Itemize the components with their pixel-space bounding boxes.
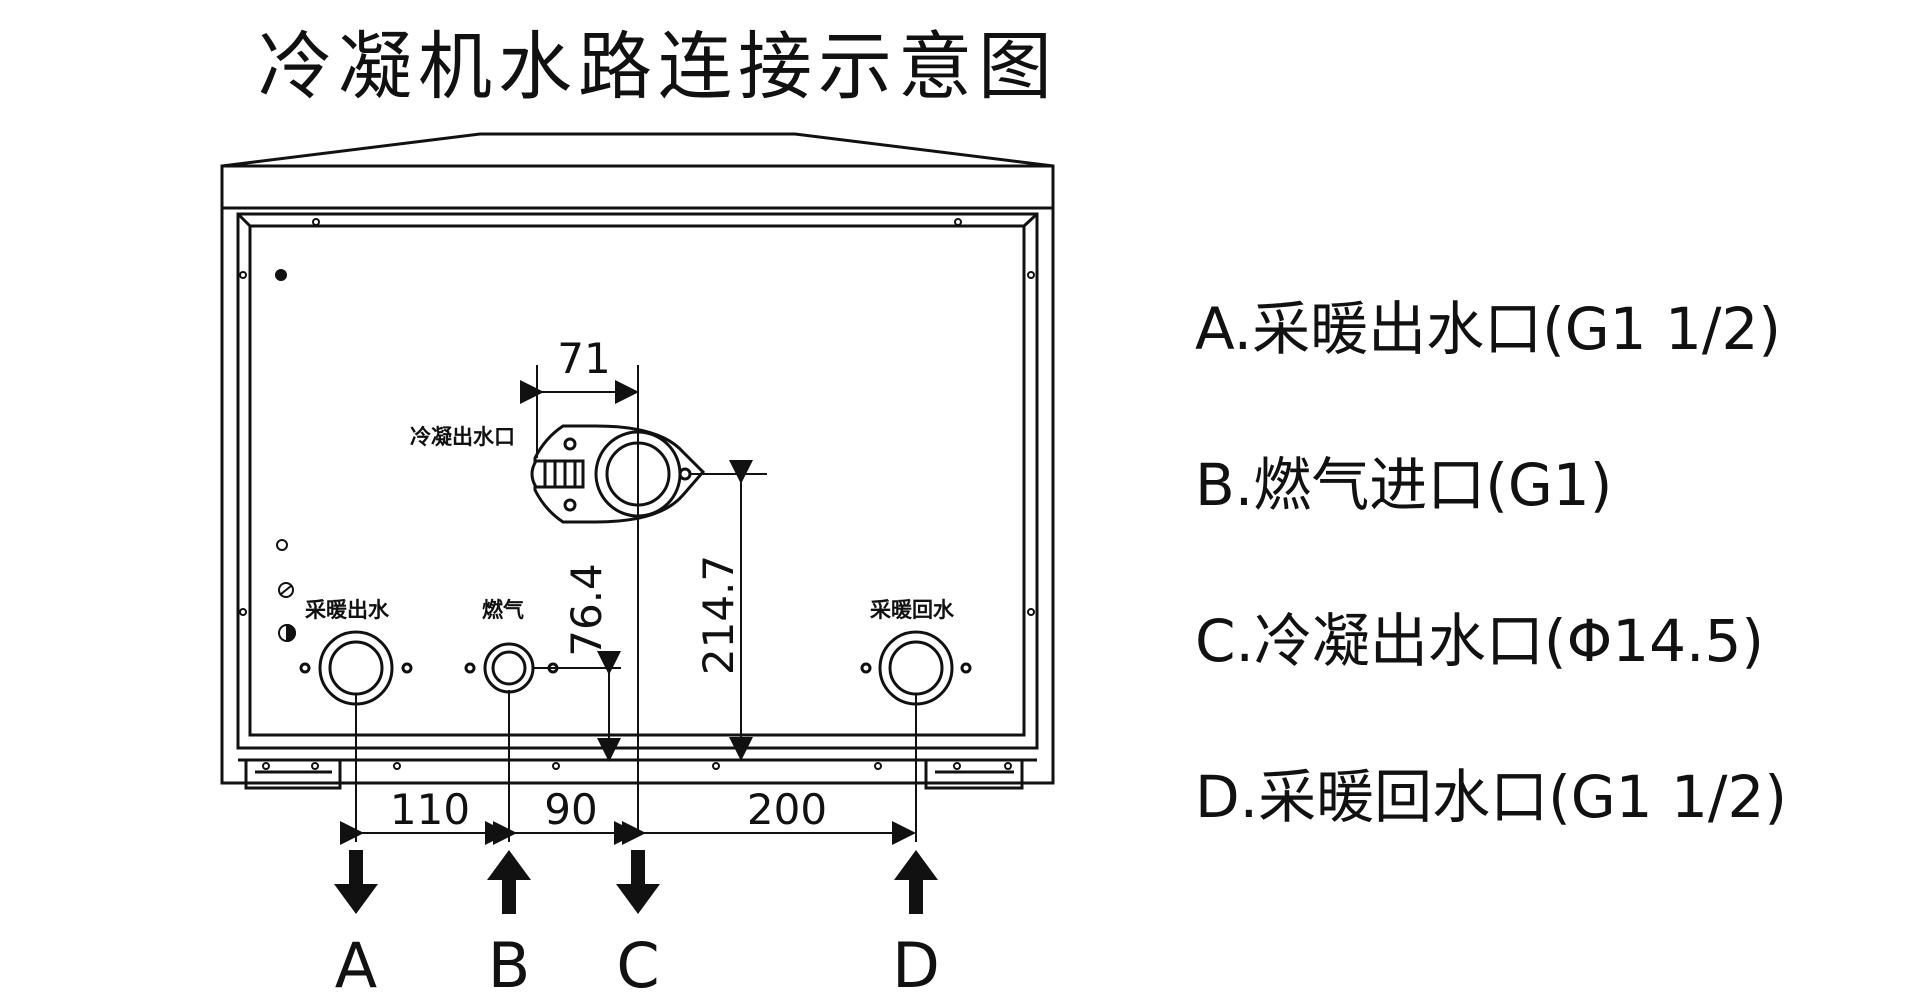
heating-return-label: 采暖回水 (870, 598, 955, 622)
housing-front-panel (248, 224, 1026, 737)
legend-item-a: A.采暖出水口(G1 1/2) (1195, 295, 1781, 363)
legend-item-b: B.燃气进口(G1) (1195, 451, 1613, 519)
gas-inlet-pipe (491, 650, 527, 686)
condensate-flange-hole-right (678, 467, 692, 481)
condensate-outlet-label: 冷凝出水口 (410, 425, 515, 449)
dimension-71-label: 71 (557, 334, 610, 383)
gas-inlet-hole-left (464, 662, 476, 674)
bottom-screw-6 (874, 762, 882, 770)
marker-b: B (488, 929, 531, 1000)
heating-return-port (860, 630, 972, 706)
bottom-screw-2 (311, 762, 319, 770)
dimension-110-label: 110 (390, 785, 470, 834)
marker-a: A (335, 929, 377, 1000)
screw-hole-top-right (954, 218, 962, 226)
dimension-76-label: 76.4 (562, 563, 611, 657)
right-foot-bracket (924, 760, 1024, 790)
down-arrow-icon (616, 850, 660, 914)
heating-return-hole-right (960, 662, 972, 674)
condensate-outlet-assembly (530, 424, 706, 524)
screw-hole-right-lower (1027, 608, 1035, 616)
condensate-flange-hole-bottom (563, 498, 577, 512)
left-side-fasteners (275, 269, 296, 643)
housing-top-cap (220, 132, 1055, 210)
heating-return-hole-left (860, 662, 872, 674)
dimension-200-label: 200 (747, 785, 827, 834)
up-arrow-icon (487, 850, 531, 914)
down-arrow-icon (334, 850, 378, 914)
screw-hole-left-upper (239, 271, 247, 279)
heating-return-pipe (888, 640, 944, 696)
bottom-screw-5 (712, 762, 720, 770)
marker-d: D (892, 929, 940, 1000)
screw-hole-left-lower (239, 608, 247, 616)
bottom-screw-3 (393, 762, 401, 770)
heating-outlet-port (299, 630, 413, 706)
bottom-screw-1 (262, 762, 270, 770)
connection-markers: A B C D (335, 929, 940, 1000)
screw-hole-top-left (312, 218, 320, 226)
housing-inner-frame (236, 212, 1039, 750)
dimension-labels: 71 76.4 214.7 110 90 200 (390, 334, 827, 834)
dimension-lines (340, 365, 917, 845)
legend-item-d: D.采暖回水口(G1 1/2) (1195, 763, 1787, 831)
heating-outlet-pipe (328, 640, 384, 696)
panel-screw-holes (239, 218, 1035, 770)
bottom-screw-8 (1004, 762, 1012, 770)
unit-labels: 冷凝出水口 采暖出水 燃气 采暖回水 (305, 425, 955, 622)
heating-outlet-hole-left (299, 662, 311, 674)
dimension-214-label: 214.7 (694, 555, 743, 675)
legend-item-c: C.冷凝出水口(Φ14.5) (1195, 607, 1764, 675)
bottom-connection-ports (299, 630, 972, 706)
housing-right-edge (1022, 212, 1039, 228)
bottom-screw-7 (953, 762, 961, 770)
gas-label: 燃气 (482, 598, 524, 622)
flow-arrows (334, 850, 938, 914)
half-filled-screw-fill (286, 623, 296, 643)
small-ring-screw-icon (276, 539, 288, 551)
bottom-screw-4 (552, 762, 560, 770)
diagram-title: 冷凝机水路连接示意图 (258, 24, 1058, 110)
heating-outlet-label: 采暖出水 (305, 598, 390, 622)
black-screw-icon (275, 269, 287, 281)
connection-legend: A.采暖出水口(G1 1/2) B.燃气进口(G1) C.冷凝出水口(Φ14.5… (1195, 300, 1895, 924)
screw-hole-right-upper (1027, 271, 1035, 279)
marker-c: C (616, 929, 659, 1000)
slotted-screw-slot (280, 585, 292, 595)
left-foot-bracket (244, 760, 342, 790)
housing-left-edge (236, 212, 252, 228)
heating-outlet-hole-right (401, 662, 413, 674)
up-arrow-icon (894, 850, 938, 914)
condensate-flange-hole-left (563, 437, 577, 451)
dimension-90-label: 90 (544, 785, 597, 834)
